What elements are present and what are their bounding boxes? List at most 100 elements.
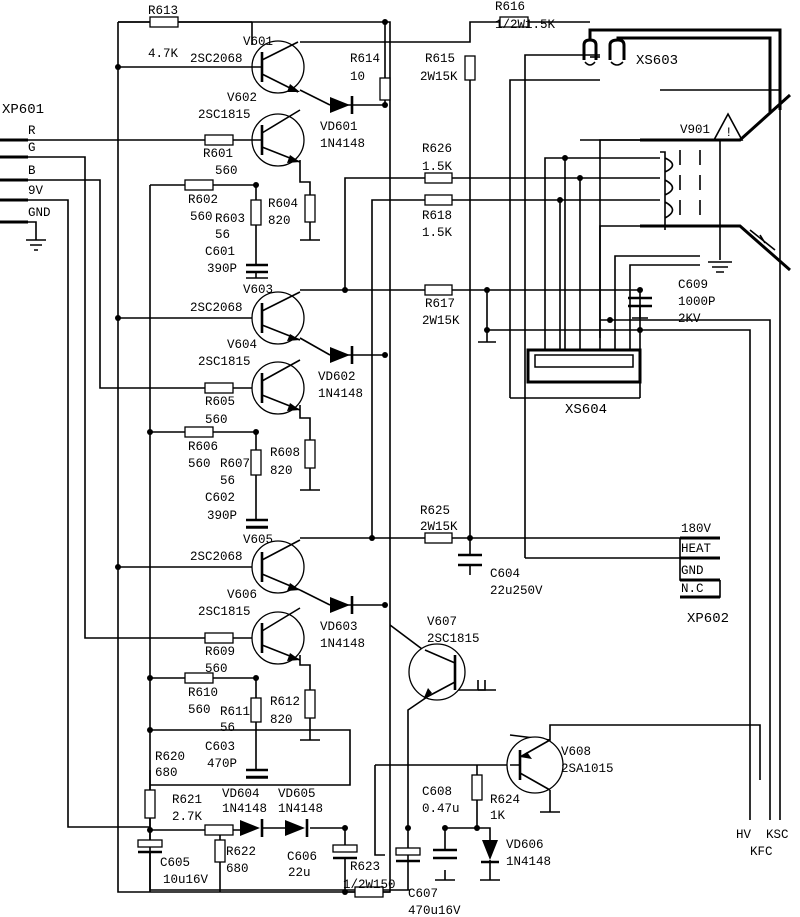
diode-ref-vd602: VD602 <box>318 370 356 384</box>
capacitor-ref-c609: C609 <box>678 278 708 292</box>
transistor-part-v606: 2SC1815 <box>198 605 251 619</box>
transistor-ref-v608: V608 <box>561 745 591 759</box>
capacitor-ref-c602: C602 <box>205 491 235 505</box>
resistor-value-r606: 560 <box>188 457 211 471</box>
transistor-part-v602: 2SC1815 <box>198 108 251 122</box>
transistor-ref-v607: V607 <box>427 615 457 629</box>
resistor-ref-r624: R624 <box>490 793 520 807</box>
capacitor-ref-c607: C607 <box>408 887 438 901</box>
xp602-pin-label-1: 180V <box>681 522 712 536</box>
resistor-value-r626: 1.5K <box>422 160 453 174</box>
transistor-part-v601: 2SC2068 <box>190 52 243 66</box>
capacitor-value-c603: 470P <box>207 757 237 771</box>
resistor-ref-r617: R617 <box>425 297 455 311</box>
resistor-ref-r623: R623 <box>350 860 380 874</box>
diode-ref-vd603: VD603 <box>320 620 358 634</box>
resistor-value-r611: 56 <box>220 721 235 735</box>
resistor-ref-r621: R621 <box>172 793 202 807</box>
resistor-ref-r606: R606 <box>188 440 218 454</box>
diode-part-vd605: 1N4148 <box>278 802 323 816</box>
xp602-pin-label-3: GND <box>681 564 704 578</box>
resistor-ref-r604: R604 <box>268 197 298 211</box>
resistor-ref-r625: R625 <box>420 504 450 518</box>
connector-ref-xp601: XP601 <box>2 102 44 118</box>
capacitor-value-c605: 10u16V <box>163 873 209 887</box>
diode-part-vd606: 1N4148 <box>506 855 551 869</box>
resistor-ref-r609: R609 <box>205 645 235 659</box>
tube-label-hv: HV <box>736 828 752 842</box>
resistor-ref-r603: R603 <box>215 212 245 226</box>
capacitor-value-c609: 1000P <box>678 295 716 309</box>
ground-symbols <box>246 230 732 881</box>
capacitor-value-c606: 22u <box>288 866 311 880</box>
resistor-ref-r615: R615 <box>425 52 455 66</box>
capacitor-value-c607: 470u16V <box>408 904 461 917</box>
capacitor-ref-c601: C601 <box>205 245 235 259</box>
xp601-pin-label-4: 9V <box>28 184 44 198</box>
connector-ref-xs603: XS603 <box>636 53 678 69</box>
capacitor-rating-c609: 2KV <box>678 312 701 326</box>
junction-dots <box>115 19 643 895</box>
resistor-ref-r622: R622 <box>226 845 256 859</box>
xp602-connector <box>680 536 720 599</box>
resistor-ref-r616: R616 <box>495 0 525 14</box>
xp601-connector <box>0 138 28 224</box>
resistor-ref-r607: R607 <box>220 457 250 471</box>
tube-label-kfc: KFC <box>750 845 773 859</box>
diode-part-vd601: 1N4148 <box>320 137 365 151</box>
resistor-value-r622: 680 <box>226 862 249 876</box>
transistor-ref-v605: V605 <box>243 533 273 547</box>
resistor-bodies <box>144 16 529 898</box>
resistor-ref-r612: R612 <box>270 695 300 709</box>
tube-warning-symbol: ! <box>725 126 733 140</box>
resistor-value-r602: 560 <box>190 210 213 224</box>
xp601-pin-label-2: G <box>28 141 36 155</box>
diode-ref-vd605: VD605 <box>278 787 316 801</box>
capacitor-value-c608: 0.47u <box>422 802 460 816</box>
resistor-value-r613: 4.7K <box>148 47 179 61</box>
transistor-bodies <box>251 40 564 794</box>
resistor-value-r607: 56 <box>220 474 235 488</box>
transistor-ref-v601: V601 <box>243 35 273 49</box>
resistor-ref-r613: R613 <box>148 4 178 18</box>
resistor-ref-r614: R614 <box>350 52 380 66</box>
xp602-pin-label-4: N.C <box>681 582 704 596</box>
resistor-ref-r618: R618 <box>422 209 452 223</box>
resistor-ref-r611: R611 <box>220 705 250 719</box>
capacitor-ref-c608: C608 <box>422 785 452 799</box>
resistor-value-r608: 820 <box>270 464 293 478</box>
diode-part-vd604: 1N4148 <box>222 802 267 816</box>
resistor-value-r617: 2W15K <box>422 314 460 328</box>
resistor-ref-r605: R605 <box>205 395 235 409</box>
resistor-ref-r601: R601 <box>203 147 233 161</box>
connector-ref-xp602: XP602 <box>687 611 729 627</box>
resistor-ref-r610: R610 <box>188 686 218 700</box>
diode-ref-vd601: VD601 <box>320 120 358 134</box>
connector-ref-xs604: XS604 <box>565 402 607 418</box>
resistor-value-r625: 2W15K <box>420 520 458 534</box>
resistor-value-r620: 680 <box>155 766 178 780</box>
resistor-value-r603: 56 <box>215 228 230 242</box>
xp601-pin-label-5: GND <box>28 206 51 220</box>
xs604-socket <box>526 348 642 384</box>
transistor-ref-v604: V604 <box>227 338 257 352</box>
diode-bodies <box>240 96 499 864</box>
xp601-pin-label-3: B <box>28 164 36 178</box>
resistor-value-r616: 1/2W1.5K <box>495 18 556 32</box>
crt-tube <box>640 93 792 272</box>
tube-ref-v901: V901 <box>680 123 710 137</box>
transistor-part-v608: 2SA1015 <box>561 762 614 776</box>
resistor-value-r604: 820 <box>268 214 291 228</box>
resistor-value-r612: 820 <box>270 713 293 727</box>
resistor-value-r610: 560 <box>188 703 211 717</box>
capacitor-ref-c603: C603 <box>205 740 235 754</box>
resistor-value-r609: 560 <box>205 662 228 676</box>
xp601-pin-label-1: R <box>28 124 36 138</box>
xp602-pin-label-2: HEAT <box>681 542 712 556</box>
resistor-value-r615: 2W15K <box>420 70 458 84</box>
transistor-ref-v606: V606 <box>227 588 257 602</box>
capacitor-ref-c604: C604 <box>490 567 520 581</box>
resistor-value-r621: 2.7K <box>172 810 203 824</box>
diode-ref-vd604: VD604 <box>222 787 260 801</box>
